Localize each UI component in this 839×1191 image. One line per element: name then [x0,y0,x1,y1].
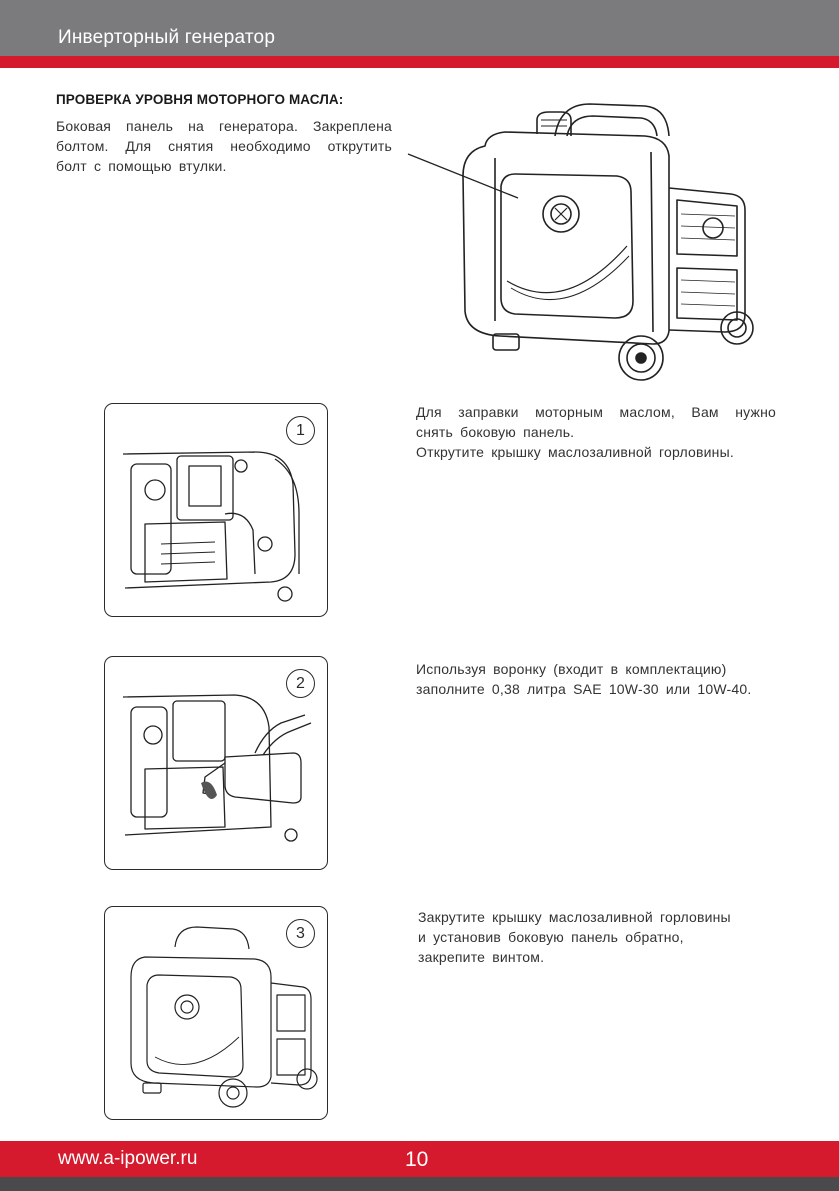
footer-dark-band [0,1177,839,1191]
footer-url: www.a-ipower.ru [58,1148,198,1169]
figure-step-1: 1 [104,403,328,617]
generator-icon [462,103,754,381]
step-3-line: и установив боковую панель обратно, [418,929,684,945]
header-title: Инверторный генератор [58,27,276,48]
figure-step-3: 3 [104,906,328,1120]
intro-paragraph: Боковая панель на генератора. Закреплена… [56,116,392,176]
step-2-line: Используя воронку (входит в комплектацию… [416,661,727,677]
intro-line: Боковая панель на генератора. Закреплена [56,118,392,134]
intro-line: болтом. Для снятия необходимо открутить [56,138,392,154]
step-number-badge: 3 [286,919,315,948]
step-number-badge: 1 [286,416,315,445]
step-3-line: закрепите винтом. [418,949,545,965]
section-heading: ПРОВЕРКА УРОВНЯ МОТОРНОГО МАСЛА: [56,92,344,107]
oil-pour-illustration-icon [122,694,312,842]
page-header: Инверторный генератор [0,0,839,56]
intro-line: болт с помощью втулки. [56,158,227,174]
step-number-badge: 2 [286,669,315,698]
step-3-text: Закрутите крышку маслозаливной горловины… [418,907,778,967]
step-1-line: Для заправки моторным маслом, Вам нужно [416,404,776,420]
page-number: 10 [405,1148,429,1171]
engine-illustration-icon [122,451,300,602]
step-1-line: снять боковую панель. [416,424,575,440]
step-1-line: Открутите крышку маслозаливной горловины… [416,444,734,460]
step-1-text: Для заправки моторным маслом, Вам нужно … [416,402,776,462]
step-3-line: Закрутите крышку маслозаливной горловины [418,909,731,925]
header-accent-band [0,56,839,68]
step-2-text: Используя воронку (входит в комплектацию… [416,659,776,699]
figure-step-2: 2 [104,656,328,870]
step-2-line: заполните 0,38 литра SAE 10W-30 или 10W-… [416,681,752,697]
footer-band [0,1141,839,1177]
generator-icon [130,926,318,1108]
